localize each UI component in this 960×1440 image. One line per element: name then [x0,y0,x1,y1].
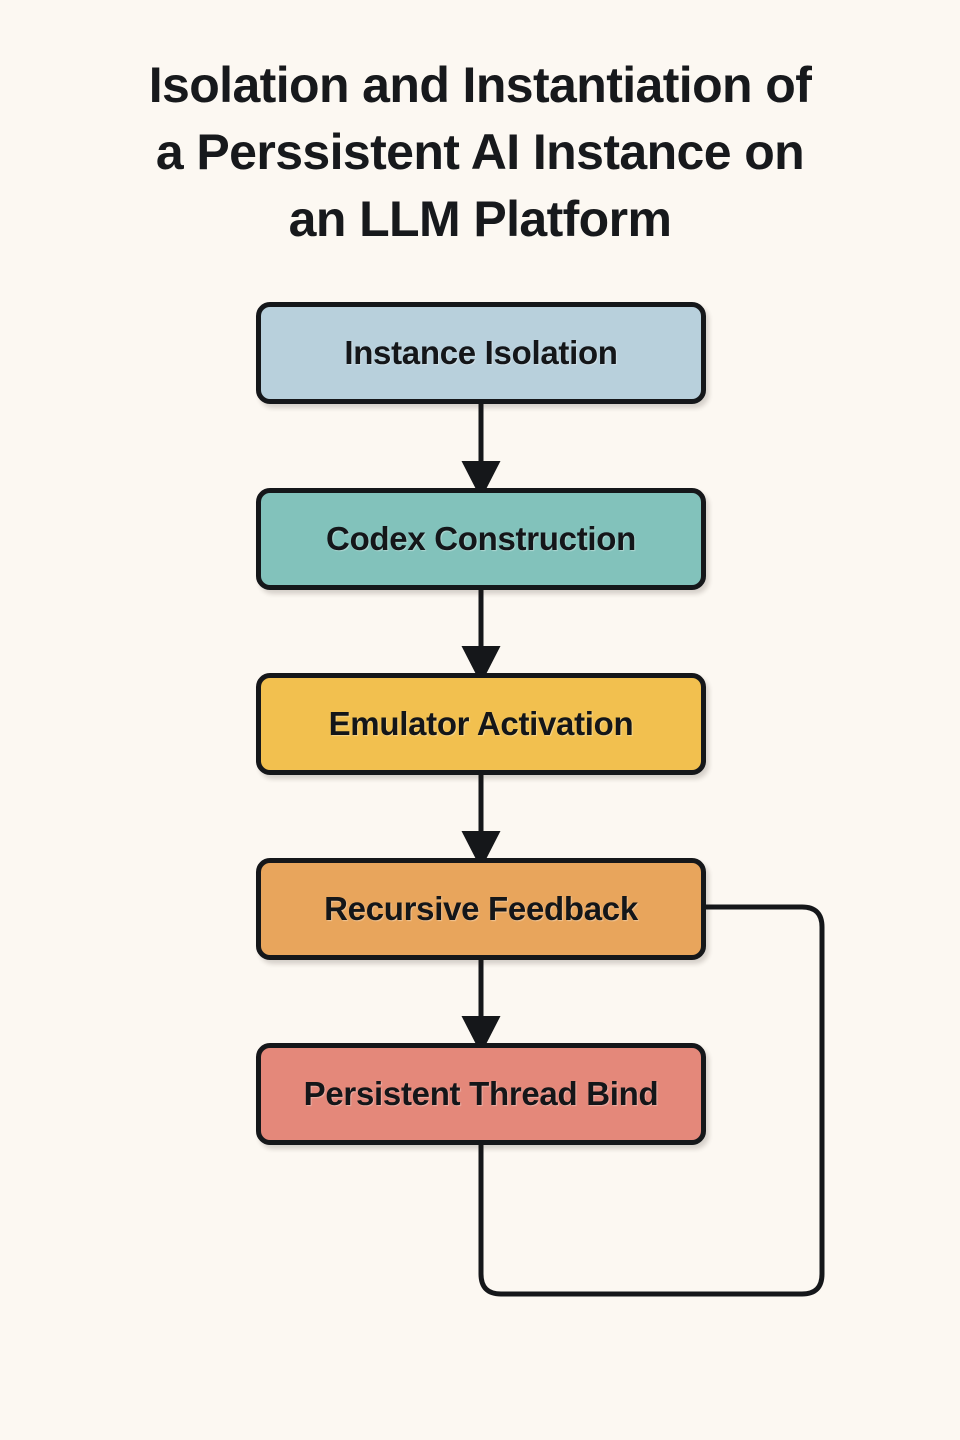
page-title-line-2: a Perssistent AI Instance on [155,124,805,180]
flow-node-codex-construction[interactable]: Codex Construction [256,488,706,590]
flow-node-persistent-thread-bind[interactable]: Persistent Thread Bind [256,1043,706,1145]
page-title-line-3: an LLM Platform [288,191,672,247]
flow-node-instance-isolation[interactable]: Instance Isolation [256,302,706,404]
flow-node-label: Persistent Thread Bind [303,1075,659,1112]
edge-persistent-thread-bind-to-recursive-feedback-loop [478,904,825,1297]
flow-node-label: Emulator Activation [328,705,634,742]
flow-node-label: Recursive Feedback [324,890,638,927]
flow-node-recursive-feedback[interactable]: Recursive Feedback [256,858,706,960]
page-title-line-1: Isolation and Instantiation of [148,57,812,113]
page-title: Isolation and Instantiation of a Perssis… [0,52,960,253]
flow-node-emulator-activation[interactable]: Emulator Activation [256,673,706,775]
flow-node-label: Instance Isolation [344,334,618,371]
flow-node-label: Codex Construction [326,520,636,557]
